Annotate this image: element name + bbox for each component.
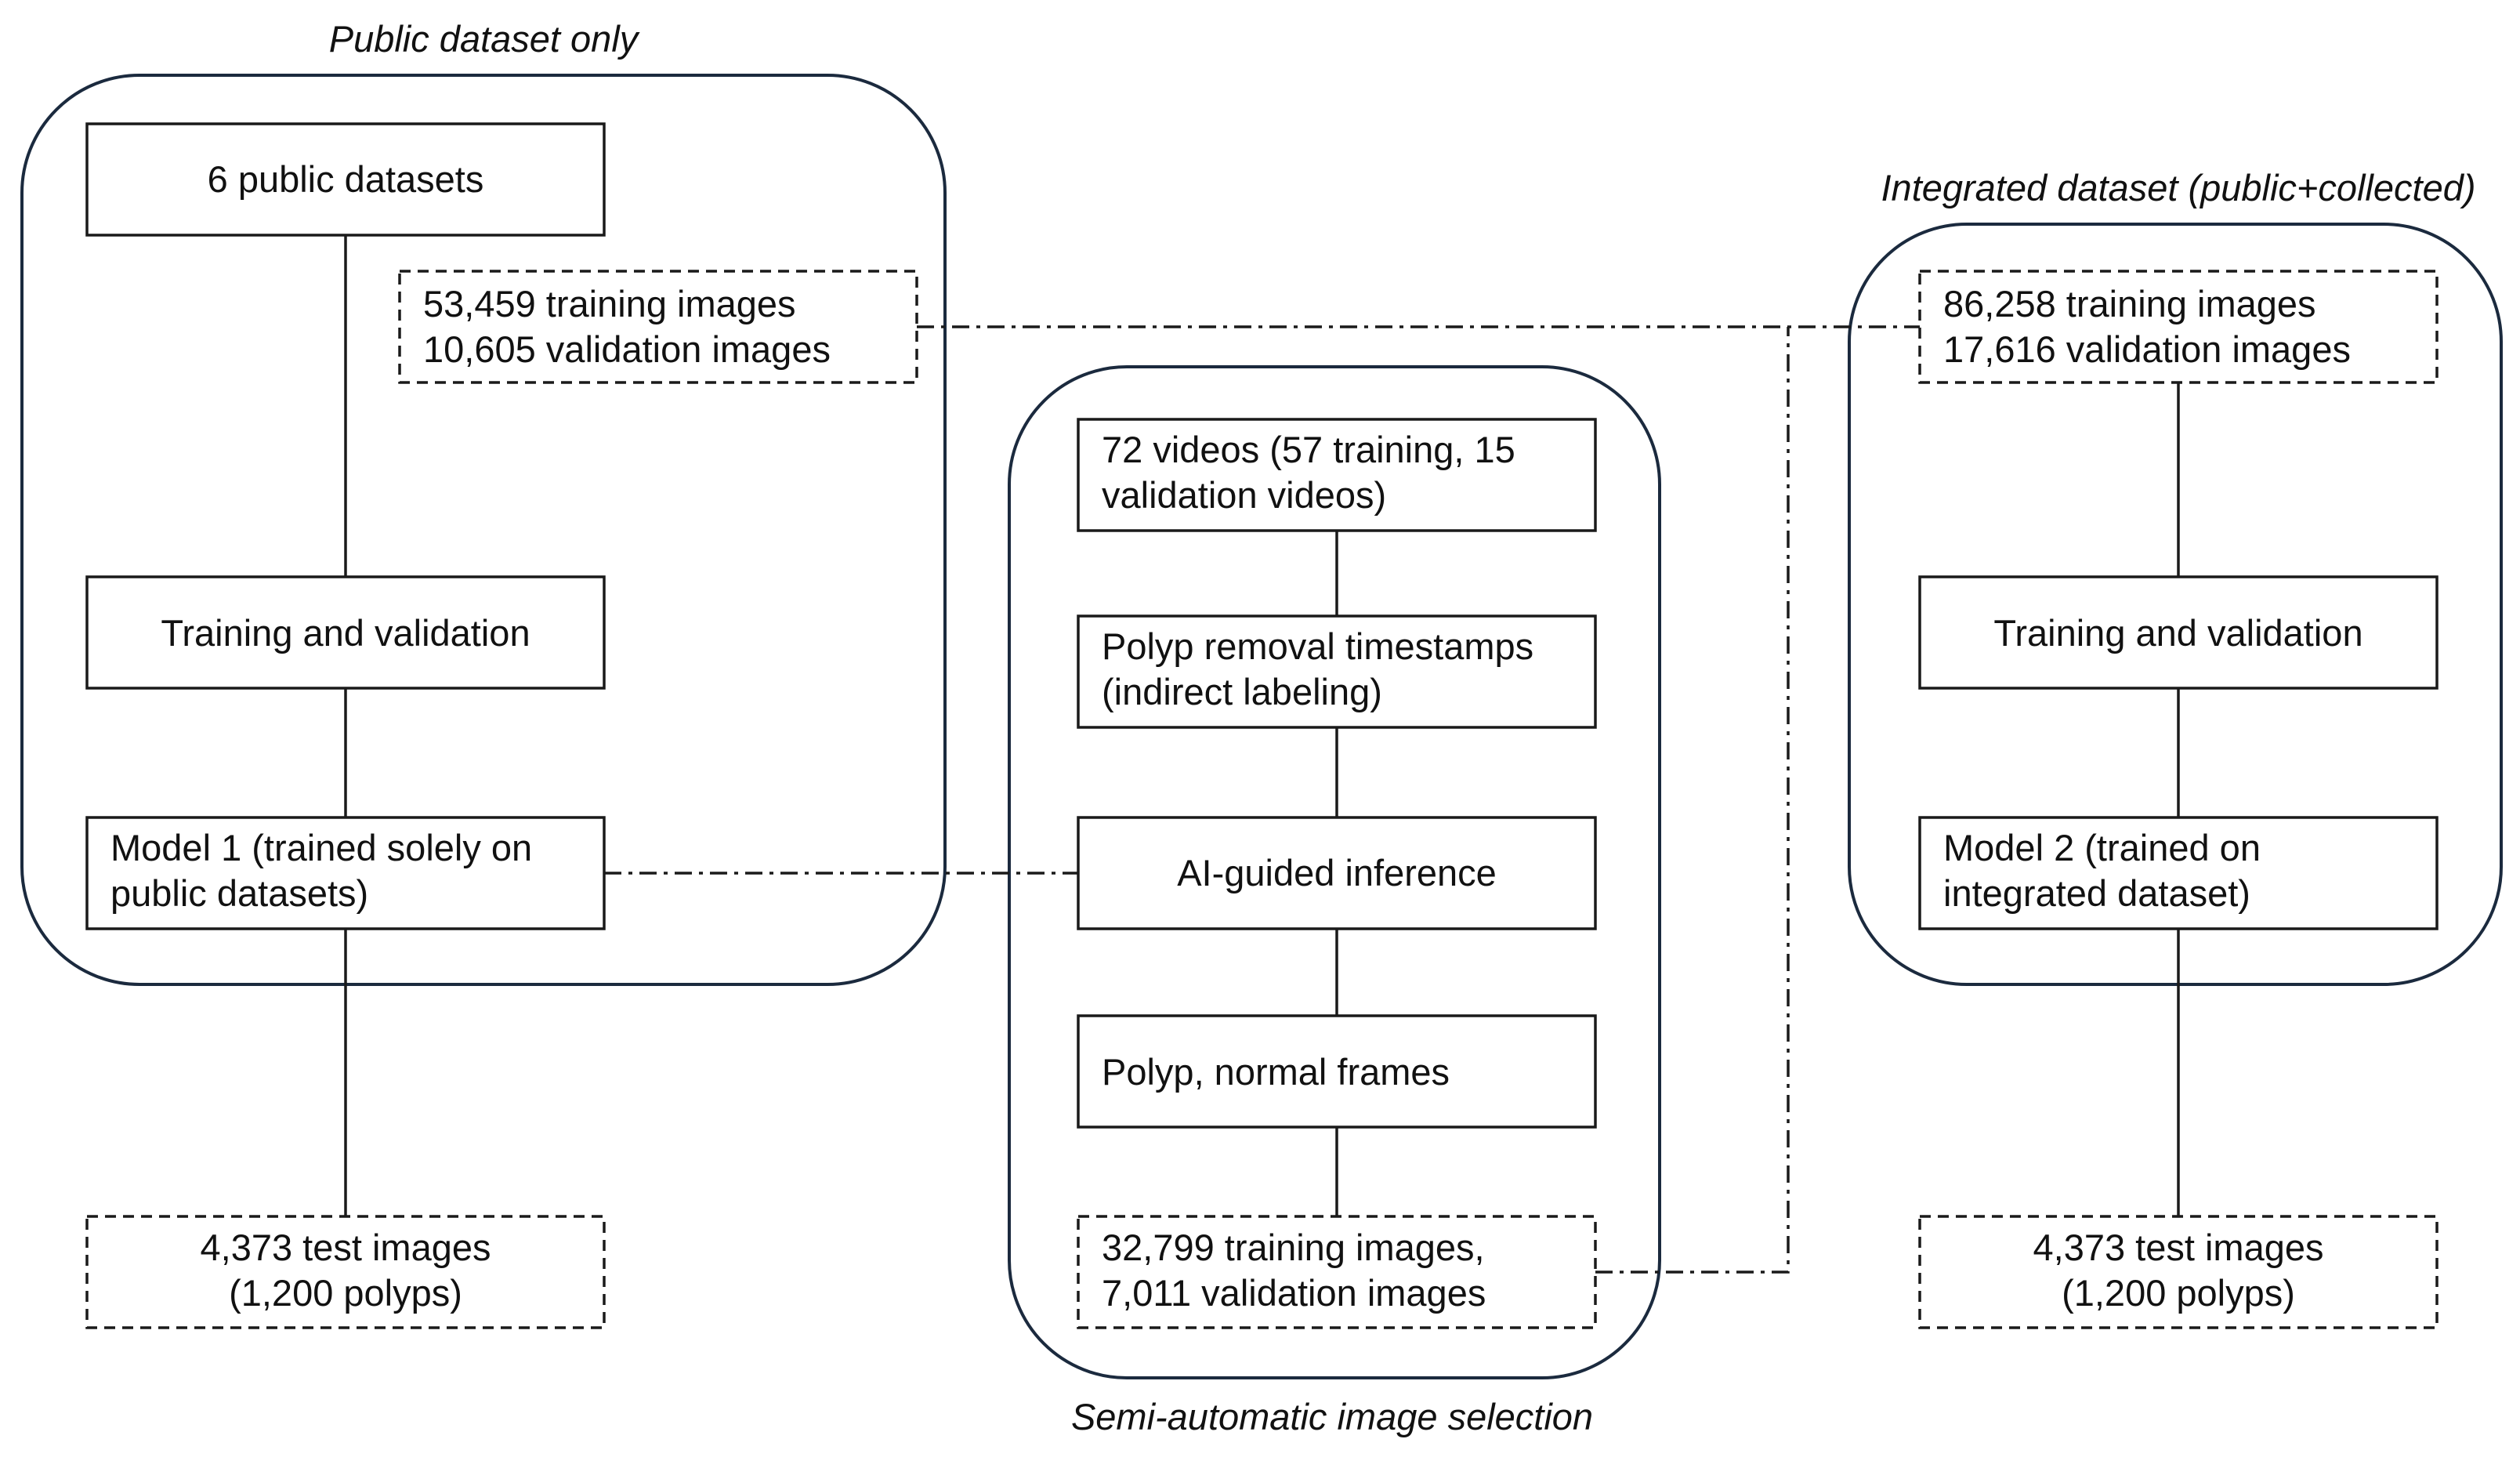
integrated-split-line-2: 17,616 validation images (1943, 328, 2351, 370)
connector-semi-output-to-integrated (1595, 327, 1790, 1274)
semi-output-box (1077, 1215, 1597, 1329)
frames-label: Polyp, normal frames (1102, 1051, 1450, 1093)
public-training-box (85, 575, 606, 690)
integrated-training-box (1918, 575, 2439, 690)
public-split-line-2: 10,605 validation images (423, 328, 831, 370)
model-2-line-2: integrated dataset) (1943, 872, 2250, 914)
public-datasets-label: 6 public datasets (208, 158, 484, 200)
panel-caption-integrated: Integrated dataset (public+collected) (1881, 167, 2476, 208)
model-1-box (85, 816, 606, 930)
panel-caption-public: Public dataset only (329, 18, 640, 60)
public-split-box (398, 270, 918, 384)
model-2-line-1: Model 2 (trained on (1943, 827, 2261, 868)
videos-line-1: 72 videos (57 training, 15 (1102, 429, 1515, 470)
public-test-line-1: 4,373 test images (201, 1227, 491, 1268)
integrated-training-label: Training and validation (1993, 612, 2362, 654)
public-split-line-1: 53,459 training images (423, 283, 796, 324)
public-training-label: Training and validation (161, 612, 530, 654)
timestamps-line-2: (indirect labeling) (1102, 671, 1382, 712)
panel-caption-semi: Semi-automatic image selection (1071, 1396, 1593, 1437)
semi-output-line-1: 32,799 training images, (1102, 1227, 1485, 1268)
videos-line-2: validation videos) (1102, 474, 1386, 516)
public-test-line-2: (1,200 polyps) (229, 1272, 462, 1314)
model-2-box (1918, 816, 2439, 930)
frames-box (1077, 1014, 1597, 1129)
model-1-line-2: public datasets) (110, 872, 368, 914)
inference-label: AI-guided inference (1177, 852, 1497, 893)
semi-output-line-2: 7,011 validation images (1102, 1272, 1486, 1314)
integrated-split-box (1918, 270, 2439, 384)
integrated-test-box (1918, 1215, 2439, 1329)
public-datasets-box (85, 122, 606, 237)
model-1-line-1: Model 1 (trained solely on (110, 827, 532, 868)
integrated-split-line-1: 86,258 training images (1943, 283, 2316, 324)
integrated-test-line-2: (1,200 polyps) (2062, 1272, 2295, 1314)
integrated-test-line-1: 4,373 test images (2033, 1227, 2324, 1268)
timestamps-line-1: Polyp removal timestamps (1102, 625, 1533, 667)
